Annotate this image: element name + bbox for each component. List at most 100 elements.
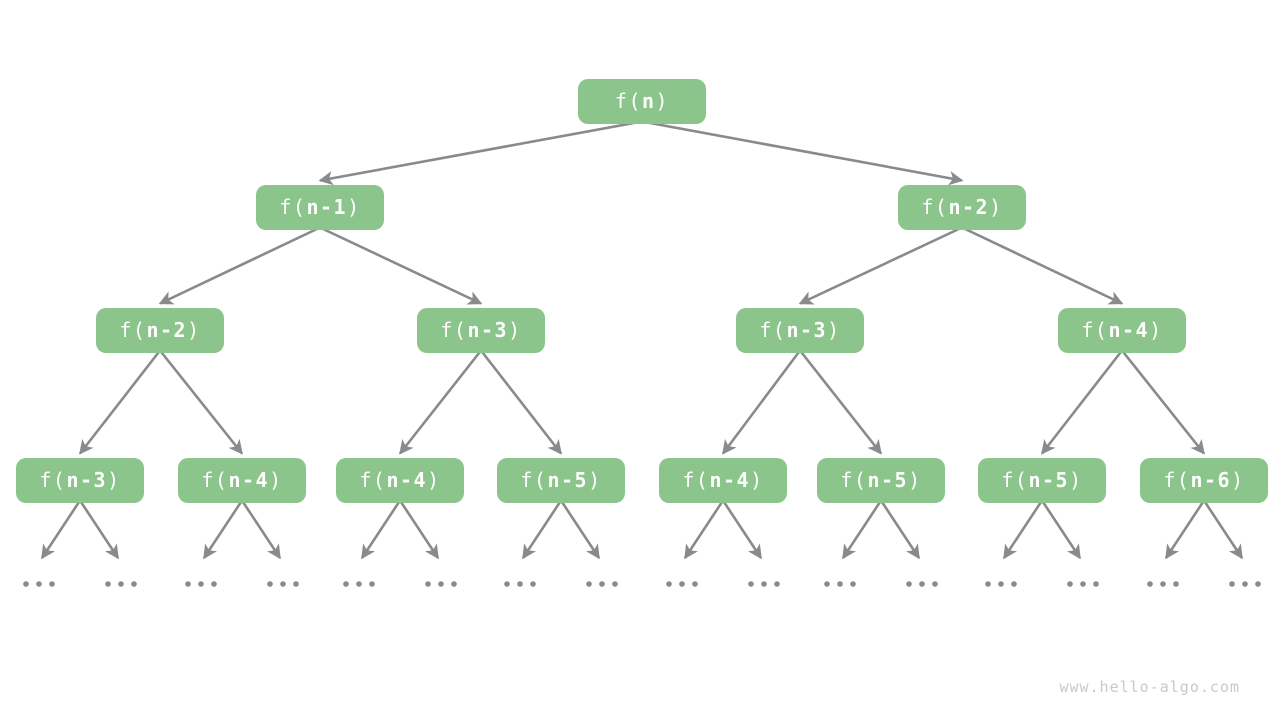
- ellipsis-dot: [666, 581, 672, 587]
- ellipsis-dot: [1147, 581, 1153, 587]
- node-label-suffix: ): [588, 468, 602, 492]
- ellipsis-dots: [267, 581, 299, 587]
- ellipsis-dots: [504, 581, 536, 587]
- ellipsis-group: [23, 581, 1261, 587]
- ellipsis-dot: [599, 581, 605, 587]
- leaf-edge-arrow-c7-right: [1040, 499, 1082, 560]
- node-label-prefix: f(: [119, 318, 147, 342]
- ellipsis-dots: [23, 581, 55, 587]
- ellipsis-dots: [985, 581, 1017, 587]
- leaf-edge-arrow-c4-left: [521, 499, 563, 560]
- ellipsis-dot: [185, 581, 191, 587]
- leaf-edge-arrow-c3-right: [398, 499, 440, 560]
- ellipsis-dot: [36, 581, 42, 587]
- node-label-argument: n-4: [1108, 318, 1150, 342]
- ellipsis-dot: [425, 581, 431, 587]
- leaf-edge-arrow-c1-right: [78, 499, 120, 560]
- ellipsis-dot: [356, 581, 362, 587]
- ellipsis-dots: [906, 581, 938, 587]
- edge-arrow-b4-c8: [1120, 349, 1206, 455]
- ellipsis-dots: [824, 581, 856, 587]
- edge-arrow-b3-c5: [721, 349, 802, 455]
- node-label-argument: n-3: [66, 468, 108, 492]
- edge-group: [40, 120, 1244, 560]
- ellipsis-dot: [761, 581, 767, 587]
- tree-node-f(n-2): f(n-2): [898, 184, 1026, 230]
- node-label-suffix: ): [187, 318, 201, 342]
- ellipsis-dot: [1242, 581, 1248, 587]
- node-label-prefix: f(: [840, 468, 868, 492]
- leaf-edge-arrow-c8-right: [1202, 499, 1244, 560]
- ellipsis-dots: [343, 581, 375, 587]
- node-label-argument: n-6: [1190, 468, 1232, 492]
- ellipsis-dots: [586, 581, 618, 587]
- edge-arrow-a1-b2: [319, 226, 483, 305]
- ellipsis-dot: [998, 581, 1004, 587]
- node-label-suffix: ): [107, 468, 121, 492]
- ellipsis-dot: [343, 581, 349, 587]
- ellipsis-dot: [267, 581, 273, 587]
- ellipsis-dot: [105, 581, 111, 587]
- tree-node-f(n-4): f(n-4): [659, 457, 787, 503]
- edge-arrow-b4-c7: [1040, 349, 1124, 455]
- ellipsis-dot: [906, 581, 912, 587]
- ellipsis-dot: [1160, 581, 1166, 587]
- ellipsis-dot: [985, 581, 991, 587]
- edge-arrow-b2-c4: [479, 349, 563, 455]
- node-label-suffix: ): [1231, 468, 1245, 492]
- ellipsis-dots: [748, 581, 780, 587]
- node-label-argument: n-3: [786, 318, 828, 342]
- node-label-argument: n: [642, 89, 656, 113]
- node-label-argument: n-2: [948, 195, 990, 219]
- leaf-edge-arrow-c6-right: [879, 499, 921, 560]
- ellipsis-dot: [280, 581, 286, 587]
- tree-node-f(n-2): f(n-2): [96, 307, 224, 353]
- edge-arrow-a2-b3: [798, 226, 963, 305]
- node-label-argument: n-5: [1028, 468, 1070, 492]
- node-label-prefix: f(: [440, 318, 468, 342]
- node-label-suffix: ): [269, 468, 283, 492]
- node-label-suffix: ): [989, 195, 1003, 219]
- leaf-edge-arrow-c2-left: [202, 499, 244, 560]
- ellipsis-dot: [1255, 581, 1261, 587]
- tree-node-f(n-4): f(n-4): [178, 457, 306, 503]
- node-label-prefix: f(: [1163, 468, 1191, 492]
- node-label-argument: n-4: [709, 468, 751, 492]
- node-label-argument: n-5: [547, 468, 589, 492]
- node-label-prefix: f(: [921, 195, 949, 219]
- ellipsis-dots: [425, 581, 457, 587]
- tree-node-f(n-3): f(n-3): [16, 457, 144, 503]
- ellipsis-dot: [49, 581, 55, 587]
- tree-node-f(n-5): f(n-5): [817, 457, 945, 503]
- node-label-suffix: ): [908, 468, 922, 492]
- ellipsis-dot: [293, 581, 299, 587]
- edge-arrow-b3-c6: [798, 349, 883, 455]
- ellipsis-dot: [919, 581, 925, 587]
- ellipsis-dot: [23, 581, 29, 587]
- tree-node-f(n): f(n): [578, 78, 706, 124]
- leaf-edge-arrow-c7-left: [1002, 499, 1044, 560]
- node-label-prefix: f(: [39, 468, 67, 492]
- ellipsis-dot: [692, 581, 698, 587]
- ellipsis-dot: [1067, 581, 1073, 587]
- ellipsis-dots: [1229, 581, 1261, 587]
- node-label-suffix: ): [508, 318, 522, 342]
- node-label-prefix: f(: [279, 195, 307, 219]
- ellipsis-dot: [438, 581, 444, 587]
- leaf-edge-arrow-c2-right: [240, 499, 282, 560]
- tree-node-f(n-4): f(n-4): [336, 457, 464, 503]
- edge-arrow-root-a1: [318, 120, 643, 186]
- node-label-argument: n-1: [306, 195, 348, 219]
- edge-arrow-a1-b1: [158, 226, 321, 305]
- leaf-edge-arrow-c5-right: [721, 499, 763, 560]
- leaf-edge-arrow-c5-left: [683, 499, 725, 560]
- ellipsis-dot: [211, 581, 217, 587]
- ellipsis-dot: [748, 581, 754, 587]
- ellipsis-dot: [1080, 581, 1086, 587]
- ellipsis-dot: [530, 581, 536, 587]
- node-label-prefix: f(: [682, 468, 710, 492]
- node-label-prefix: f(: [759, 318, 787, 342]
- ellipsis-dot: [504, 581, 510, 587]
- tree-node-f(n-5): f(n-5): [497, 457, 625, 503]
